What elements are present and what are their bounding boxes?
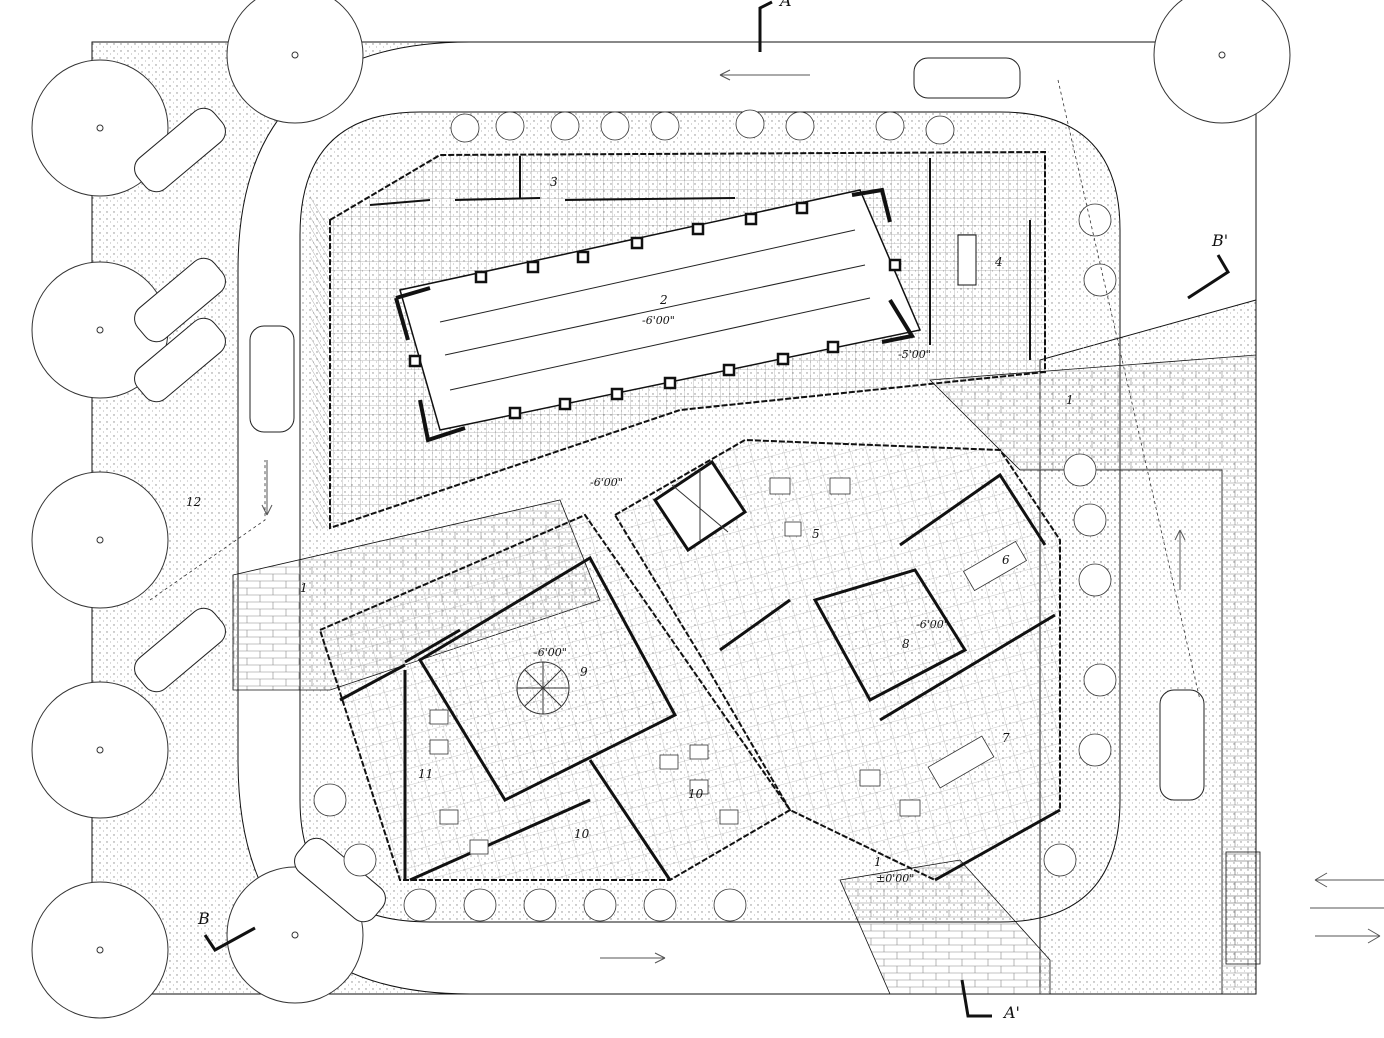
southeast-walls: [719, 472, 1061, 882]
southwest-walls: [339, 628, 672, 882]
central-island: [399, 189, 922, 431]
crosswalk: [1225, 851, 1261, 965]
courtyard-east: [812, 568, 968, 703]
room-number-1-west: 1: [300, 581, 308, 595]
section-label-a-top: A: [778, 0, 792, 10]
level-mark-ramp: -6'00": [590, 476, 623, 489]
room-number-2: 2: [659, 293, 668, 307]
counter: [957, 234, 977, 286]
room-number-1-south: 1: [874, 855, 882, 869]
room-number-10-mid: 10: [688, 787, 704, 801]
level-mark-entry: ±0'00": [876, 872, 914, 885]
setback-line-east: [1057, 79, 1201, 701]
setback-line: [149, 460, 266, 601]
island-corner-walls: [394, 187, 916, 443]
level-mark-court-west: -6'00": [534, 646, 567, 659]
level-mark-hall: -6'00": [642, 314, 675, 327]
room-number-9: 9: [580, 665, 588, 679]
workstations-west: [429, 709, 739, 855]
room-number-1-east: 1: [1066, 393, 1074, 407]
hedge-trees: [313, 109, 1117, 922]
north-service-walls: [369, 156, 1031, 360]
section-marker-b-left: B: [197, 909, 256, 952]
walkway-east: [929, 354, 1257, 995]
room-number-5: 5: [812, 527, 820, 541]
umbrella: [516, 661, 570, 715]
section-label-b-left: B: [197, 909, 210, 928]
room-number-10-low: 10: [574, 827, 590, 841]
room-number-7: 7: [1002, 731, 1010, 745]
room-number-11: 11: [418, 767, 433, 781]
section-label-a-bottom: A': [1002, 1003, 1020, 1022]
section-marker-a-bottom: A': [960, 979, 1020, 1022]
island-lines: [439, 229, 871, 391]
hall-shadow: [310, 195, 330, 530]
tables-east: [769, 477, 1028, 817]
room-number-8: 8: [902, 637, 910, 651]
traffic-arrows: [261, 69, 1384, 964]
section-label-b-right: B': [1211, 231, 1228, 250]
tree-row-west: [31, 0, 1291, 1019]
room-number-12: 12: [186, 495, 201, 509]
courtyard-west: [417, 555, 678, 802]
level-mark-court-east: -6'00": [916, 618, 949, 631]
parked-cars: [134, 57, 1205, 923]
room-number-6: 6: [1002, 553, 1010, 567]
columns: [408, 201, 902, 420]
section-marker-b-right: B': [1187, 231, 1231, 300]
level-mark-hall-east: -5'00": [898, 348, 931, 361]
section-marker-a-top: A: [758, 0, 792, 52]
room-number-4: 4: [994, 255, 1003, 269]
room-number-3: 3: [550, 175, 558, 189]
